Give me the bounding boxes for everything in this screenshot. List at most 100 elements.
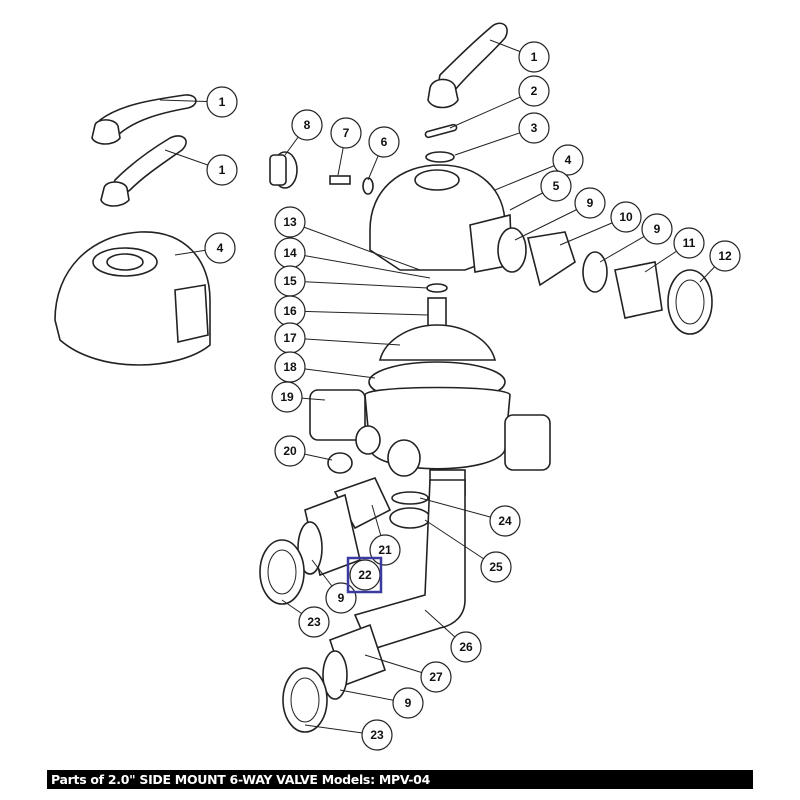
oring-part [582,251,608,293]
callout-9: 9 [392,687,424,719]
callout-9: 9 [641,213,673,245]
callout-circle [298,606,330,638]
leader-line [289,221,421,271]
callout-circle [368,126,400,158]
callout-1: 1 [518,41,550,73]
callout-number: 3 [531,121,538,135]
callout-number: 4 [565,153,572,167]
callout-circle [574,187,606,219]
oring-part [297,521,323,575]
callout-9: 9 [574,187,606,219]
callout-1: 1 [206,86,238,118]
callout-circle [518,75,550,107]
callout-circle [206,154,238,186]
callout-22: 22 [349,559,381,591]
callout-circle [480,551,512,583]
callout-2: 2 [518,75,550,107]
oring-part [391,491,429,505]
handle-part [427,22,508,109]
callout-number: 5 [553,179,560,193]
rotor-part [378,324,497,361]
callout-number: 17 [283,331,297,345]
callout-21: 21 [369,534,401,566]
callout-4: 4 [552,144,584,176]
union-nut-part [282,667,328,733]
callout-circle [489,505,521,537]
callout-13: 13 [274,206,306,238]
callout-number: 15 [283,274,297,288]
callout-23: 23 [298,606,330,638]
callout-circle [610,201,642,233]
valve-cover-part [54,231,211,366]
callout-23: 23 [361,719,393,751]
callout-number: 16 [283,304,297,318]
callout-number: 26 [459,640,473,654]
callout-9: 9 [325,582,357,614]
callout-circle [204,232,236,264]
oring-part [426,283,448,293]
callout-number: 6 [381,135,388,149]
callout-6: 6 [368,126,400,158]
callout-number: 9 [338,591,345,605]
callout-5: 5 [540,170,572,202]
callout-4: 4 [204,232,236,264]
union-nut-part [667,269,713,335]
callout-7: 7 [330,117,362,149]
callout-circle [540,170,572,202]
highlight-box [346,556,383,594]
callout-number: 9 [587,196,594,210]
union-nut-part [259,539,305,605]
callout-26: 26 [450,631,482,663]
callout-17: 17 [274,322,306,354]
callout-number: 10 [619,210,633,224]
handle-part-grip [100,135,187,207]
callout-number: 11 [683,236,696,250]
leader-line [289,280,429,289]
callout-circle [450,631,482,663]
callout-number: 9 [654,222,661,236]
callout-16: 16 [274,295,306,327]
callout-number: 4 [217,241,224,255]
callout-12: 12 [709,240,741,272]
fitting-part [327,452,353,474]
callout-27: 27 [420,661,452,693]
callout-1: 1 [206,154,238,186]
callout-circle [420,661,452,693]
callout-14: 14 [274,237,306,269]
callout-number: 21 [378,543,392,557]
handle-part [91,94,197,145]
callout-labels: 1234591091112114876131415161718192024252… [204,41,741,751]
callout-number: 18 [283,360,297,374]
valve-body-part [309,386,551,496]
callout-20: 20 [274,435,306,467]
callout-19: 19 [271,381,303,413]
oring-part [362,177,374,195]
main-cover-part [369,164,513,273]
callout-circle [291,109,323,141]
callout-number: 1 [531,50,538,64]
callout-number: 7 [343,126,350,140]
callout-circle [709,240,741,272]
callout-3: 3 [518,112,550,144]
screw-part [329,175,351,185]
callout-15: 15 [274,265,306,297]
oring-part [497,227,527,273]
callout-number: 19 [280,390,294,404]
callout-circle [274,206,306,238]
callout-25: 25 [480,551,512,583]
callout-number: 1 [219,163,226,177]
callout-number: 23 [307,615,321,629]
callout-circle [206,86,238,118]
callout-number: 9 [405,696,412,710]
tail-piece-part [614,261,663,319]
callout-number: 13 [283,215,297,229]
callout-number: 22 [358,568,372,582]
callout-number: 27 [429,670,443,684]
leader-line [289,310,429,316]
union-part [389,507,431,529]
callout-circle [392,687,424,719]
callout-18: 18 [274,351,306,383]
callout-number: 24 [498,514,512,528]
callout-10: 10 [610,201,642,233]
